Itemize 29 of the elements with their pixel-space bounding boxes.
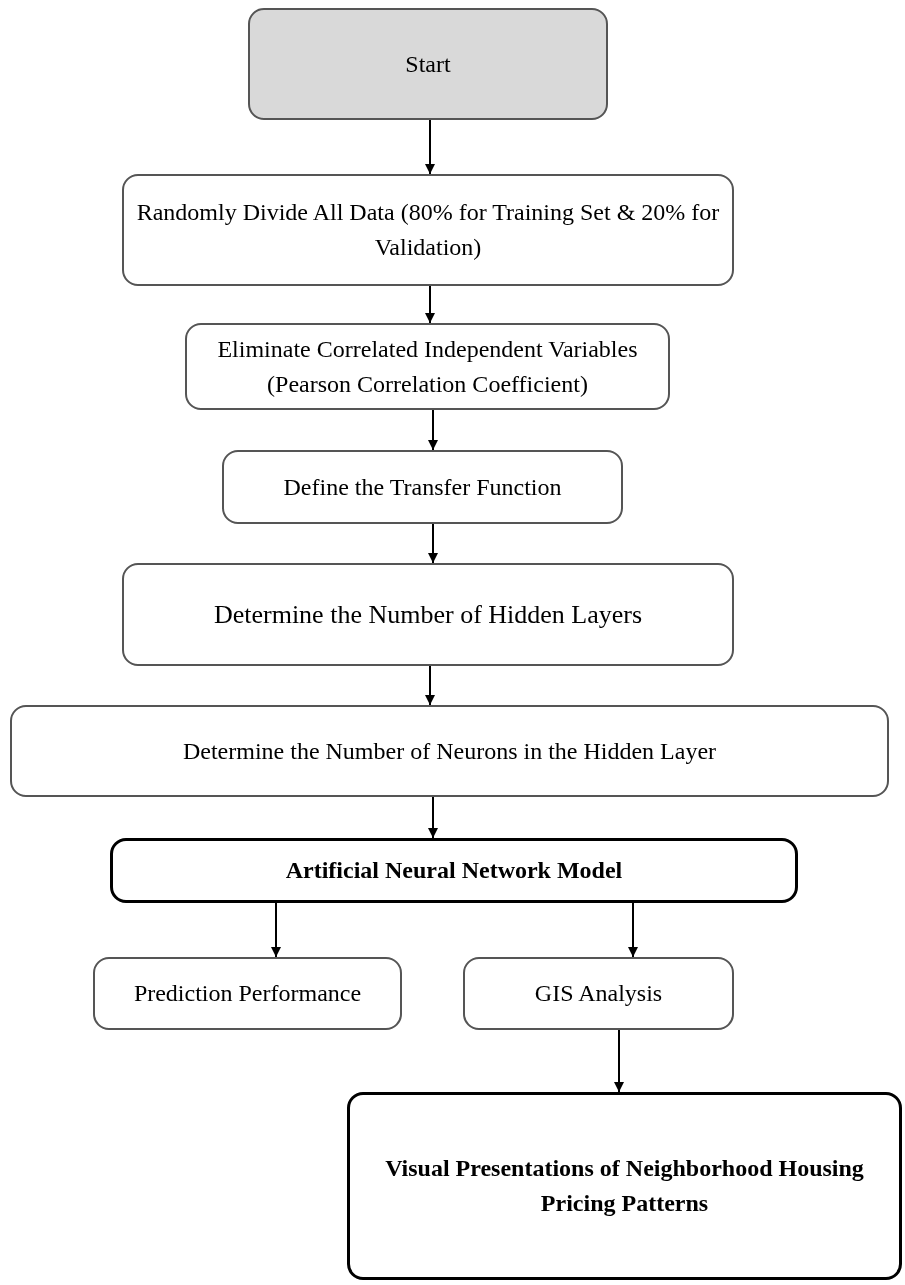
arrow (628, 902, 638, 958)
process-box (222, 450, 623, 524)
step-label: Determine the Number of Hidden Layers (213, 598, 643, 631)
arrow (425, 665, 435, 706)
arrow (271, 902, 281, 958)
arrow (614, 1029, 624, 1093)
step-label: Visual Presentations of Neighborhood Housing Pricing Patterns (384, 1154, 865, 1218)
step-label: Randomly Divide All Data (80% for Training Set & 20% for Validation) (136, 198, 720, 262)
arrow (425, 285, 435, 324)
arrow (425, 119, 435, 175)
process-box (122, 563, 734, 666)
process-box (110, 838, 798, 903)
process-box (185, 323, 670, 410)
step-label: Start (405, 49, 451, 79)
step-label: Define the Transfer Function (283, 472, 562, 502)
process-box (347, 1092, 902, 1280)
process-box (463, 957, 734, 1030)
process-box (122, 174, 734, 286)
step-label: Artificial Neural Network Model (285, 856, 623, 886)
step-label: Prediction Performance (133, 979, 362, 1009)
step-label: Determine the Number of Neurons in the Hidden Layer (182, 736, 717, 766)
start-terminal (248, 8, 608, 120)
step-label: Eliminate Correlated Independent Variables (Pearson Correlation Coefficient) (216, 334, 639, 399)
process-box (10, 705, 889, 797)
arrow (428, 523, 438, 564)
step-label: GIS Analysis (534, 979, 663, 1009)
process-box (93, 957, 402, 1030)
arrow (428, 409, 438, 451)
arrow (428, 796, 438, 839)
